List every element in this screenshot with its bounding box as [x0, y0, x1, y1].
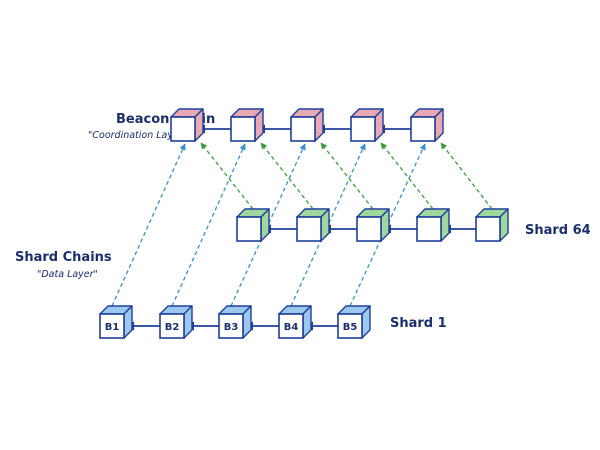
shard1-block: B4: [278, 305, 312, 339]
shard1-crosslink: [349, 143, 426, 307]
shard1-crosslink: [111, 143, 186, 307]
shard1-crosslink: [171, 143, 246, 307]
block-label: B1: [105, 322, 120, 333]
shard64-block: [475, 208, 509, 242]
shard64-block: [296, 208, 330, 242]
beacon-block: [170, 108, 204, 142]
shard64-block: [356, 208, 390, 242]
shard-64-label: Shard 64: [525, 223, 591, 238]
shard64-crosslink: [260, 142, 314, 210]
shard1-block: B5: [337, 305, 371, 339]
shard1-block: B2: [159, 305, 193, 339]
shard64-block: [416, 208, 450, 242]
shard64-crosslink: [440, 142, 493, 210]
block-label: B5: [343, 322, 358, 333]
beacon-block: [290, 108, 324, 142]
shard64-crosslink: [380, 142, 434, 210]
shard-1-label: Shard 1: [390, 316, 447, 331]
block-label: B4: [284, 322, 299, 333]
shard64-crosslink: [320, 142, 374, 210]
shard1-crosslink: [290, 143, 366, 307]
shard1-block: B1: [99, 305, 133, 339]
beacon-block: [350, 108, 384, 142]
beacon-chain-subtitle: "Coordination Layer": [88, 130, 188, 141]
shard-chains-title: Shard Chains: [15, 250, 112, 265]
shard64-block: [236, 208, 270, 242]
shard1-crosslink: [230, 143, 306, 307]
shard1-block: B3: [218, 305, 252, 339]
block-label: B3: [224, 322, 239, 333]
beacon-block: [230, 108, 264, 142]
block-label: B2: [165, 322, 180, 333]
shard64-crosslink: [200, 142, 254, 210]
beacon-block: [410, 108, 444, 142]
shard-chains-subtitle: "Data Layer": [37, 269, 98, 280]
